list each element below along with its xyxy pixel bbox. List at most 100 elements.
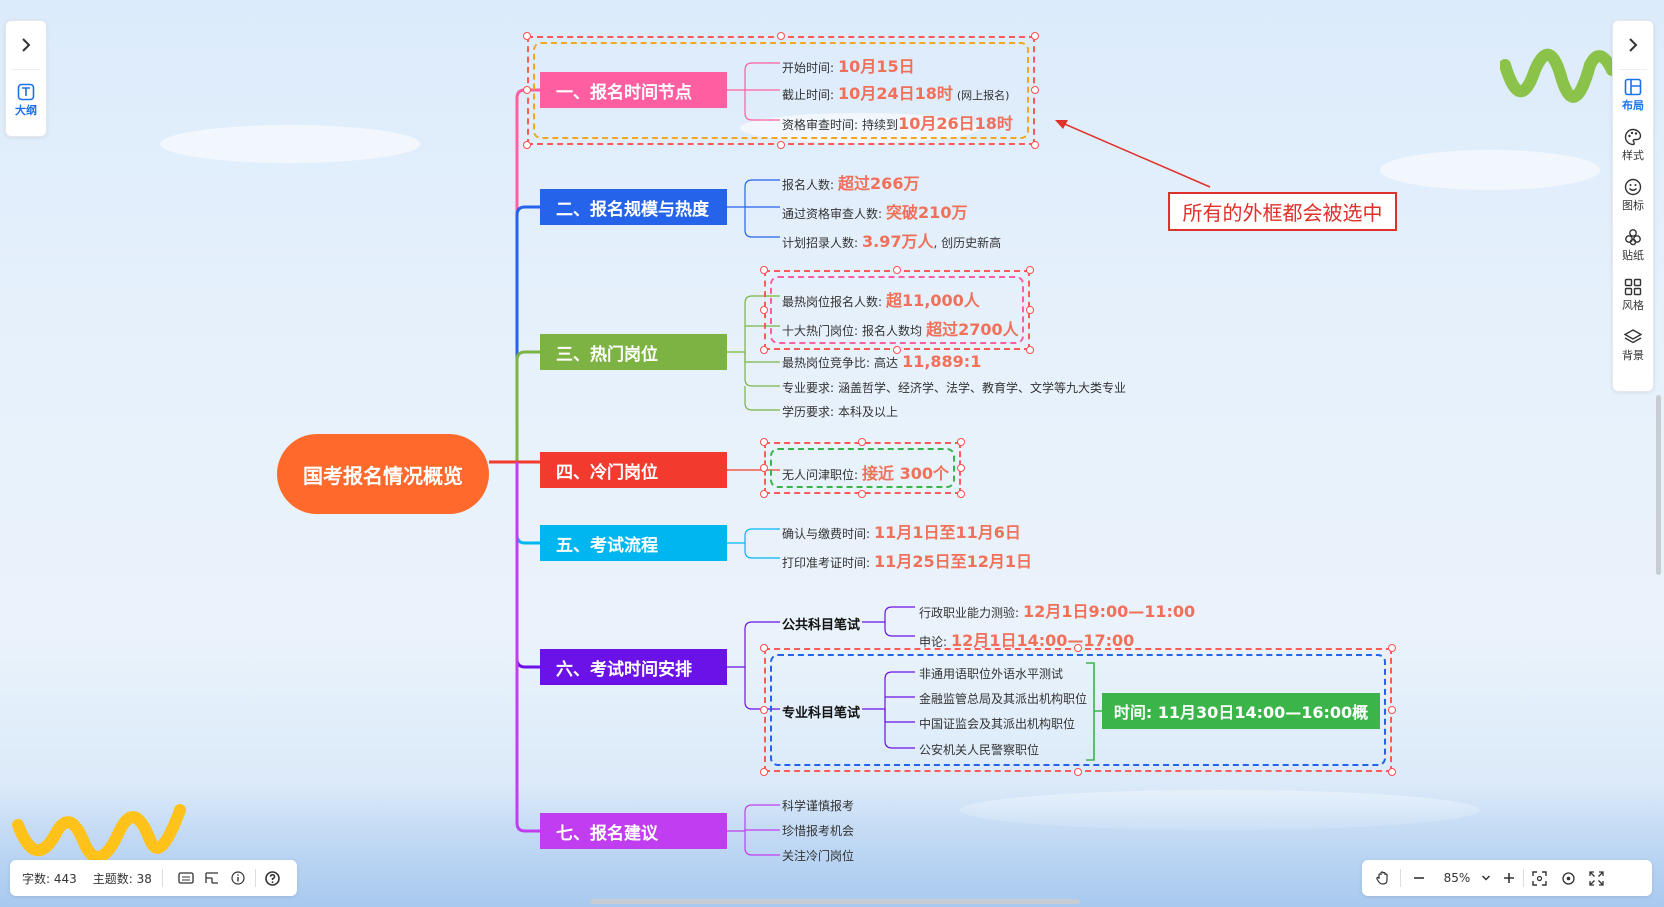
leaf-aptitude-test[interactable]: 行政职业能力测验:12月1日9:00—11:00	[919, 602, 1196, 621]
leaf-start-time[interactable]: 开始时间:10月15日	[782, 57, 915, 76]
sub-professional-exam[interactable]: 专业科目笔试	[782, 706, 861, 721]
leaf-financial-regulation[interactable]: 金融监管总局及其派出机构职位	[919, 692, 1088, 706]
hand-icon	[1376, 871, 1388, 885]
leaf-police[interactable]: 公安机关人民警察职位	[919, 743, 1040, 757]
help-icon	[265, 870, 281, 886]
leaf-foreign-language[interactable]: 非通用语职位外语水平测试	[919, 667, 1064, 681]
keyboard-button[interactable]	[173, 871, 199, 885]
resize-handle[interactable]	[1031, 32, 1039, 40]
topic-advice[interactable]: 七、报名建议	[540, 813, 727, 849]
left-panel-toggle[interactable]	[6, 21, 46, 69]
resize-handle[interactable]	[523, 32, 531, 40]
topic-registration-time[interactable]: 一、报名时间节点	[540, 72, 727, 108]
resize-handle[interactable]	[957, 464, 965, 472]
summary-box[interactable]: 时间: 11月30日14:00—16:00概	[1102, 693, 1380, 729]
locate-center-button[interactable]	[1554, 871, 1582, 886]
resize-handle[interactable]	[1031, 141, 1039, 149]
leaf-careful-apply[interactable]: 科学谨慎报考	[782, 799, 855, 813]
leaf-applicants[interactable]: 报名人数:超过266万	[782, 174, 920, 193]
resize-handle[interactable]	[957, 438, 965, 446]
resize-handle[interactable]	[1074, 768, 1082, 776]
resize-handle[interactable]	[777, 141, 785, 149]
structure-button[interactable]	[199, 871, 225, 885]
leaf-hottest-applicants[interactable]: 最热岗位报名人数:超11,000人	[782, 291, 980, 310]
hand-tool-button[interactable]	[1366, 870, 1400, 886]
leaf-end-time[interactable]: 截止时间:10月24日18时(网上报名)	[782, 84, 1010, 103]
resize-handle[interactable]	[858, 438, 866, 446]
palette-icon	[1624, 128, 1642, 146]
leaf-cherish-chance[interactable]: 珍惜报考机会	[782, 824, 855, 838]
left-panel: 大纲	[5, 20, 47, 137]
topic-hot-positions[interactable]: 三、热门岗位	[540, 334, 727, 370]
resize-handle[interactable]	[1074, 644, 1082, 652]
resize-handle[interactable]	[760, 266, 768, 274]
zoom-in-button[interactable]	[1495, 871, 1523, 885]
resize-handle[interactable]	[858, 490, 866, 498]
style-button[interactable]: 样式	[1613, 120, 1653, 170]
background-button[interactable]: 背景	[1613, 320, 1653, 370]
resize-handle[interactable]	[760, 490, 768, 498]
target-icon	[1561, 871, 1575, 885]
fit-screen-button[interactable]	[1524, 870, 1554, 886]
right-panel-toggle[interactable]	[1613, 21, 1653, 69]
resize-handle[interactable]	[777, 32, 785, 40]
resize-handle[interactable]	[1031, 86, 1039, 94]
resize-handle[interactable]	[1388, 706, 1396, 714]
topic-registration-scale[interactable]: 二、报名规模与热度	[540, 189, 727, 225]
right-panel: 布局 样式 图标 贴纸 风格 背景	[1612, 20, 1654, 392]
topic-cold-positions[interactable]: 四、冷门岗位	[540, 452, 727, 488]
leaf-print-admission-time[interactable]: 打印准考证时间:11月25日至12月1日	[782, 552, 1032, 571]
resize-handle[interactable]	[760, 346, 768, 354]
zoom-bar: 85%	[1362, 860, 1652, 896]
leaf-unpopular-positions[interactable]: 无人问津职位:接近 300个	[782, 464, 950, 483]
resize-handle[interactable]	[893, 346, 901, 354]
leaf-csrc[interactable]: 中国证监会及其派出机构职位	[919, 717, 1076, 731]
layout-button[interactable]: 布局	[1613, 70, 1653, 120]
leaf-passed-review[interactable]: 通过资格审查人数:突破210万	[782, 203, 968, 222]
leaf-education-requirement[interactable]: 学历要求:本科及以上	[782, 405, 899, 419]
sub-public-exam[interactable]: 公共科目笔试	[782, 618, 861, 633]
leaf-confirm-pay-time[interactable]: 确认与缴费时间:11月1日至11月6日	[782, 523, 1021, 542]
word-count: 字数: 443	[22, 871, 77, 886]
vertical-scrollbar[interactable]	[1656, 395, 1661, 575]
horizontal-scrollbar[interactable]	[590, 899, 1080, 904]
leaf-essay[interactable]: 申论:12月1日14:00—17:00	[919, 631, 1135, 650]
resize-handle[interactable]	[1388, 644, 1396, 652]
resize-handle[interactable]	[1026, 346, 1034, 354]
resize-handle[interactable]	[1026, 306, 1034, 314]
icon-button[interactable]: 图标	[1613, 170, 1653, 220]
resize-handle[interactable]	[760, 706, 768, 714]
theme-style-button[interactable]: 风格	[1613, 270, 1653, 320]
outline-button[interactable]: 大纲	[6, 70, 46, 130]
help-button[interactable]	[260, 870, 286, 886]
sticker-button[interactable]: 贴纸	[1613, 220, 1653, 270]
topic-exam-schedule[interactable]: 六、考试时间安排	[540, 649, 727, 685]
zoom-dropdown[interactable]	[1477, 873, 1495, 883]
leaf-major-requirement[interactable]: 专业要求:涵盖哲学、经济学、法学、教育学、文学等九大类专业	[782, 381, 1127, 395]
outline-label: 大纲	[15, 104, 37, 117]
resize-handle[interactable]	[1026, 266, 1034, 274]
leaf-watch-cold[interactable]: 关注冷门岗位	[782, 849, 855, 863]
resize-handle[interactable]	[760, 644, 768, 652]
layers-icon	[1624, 329, 1642, 344]
resize-handle[interactable]	[523, 141, 531, 149]
fullscreen-button[interactable]	[1582, 870, 1610, 886]
resize-handle[interactable]	[760, 306, 768, 314]
resize-handle[interactable]	[957, 490, 965, 498]
resize-handle[interactable]	[760, 438, 768, 446]
resize-handle[interactable]	[523, 86, 531, 94]
leaf-planned-hires[interactable]: 计划招录人数:3.97万人, 创历史新高	[782, 232, 1002, 251]
leaf-top-ten[interactable]: 十大热门岗位:报名人数均超过2700人	[782, 320, 1019, 339]
zoom-level[interactable]: 85%	[1443, 871, 1471, 885]
resize-handle[interactable]	[1388, 768, 1396, 776]
resize-handle[interactable]	[760, 464, 768, 472]
topic-exam-process[interactable]: 五、考试流程	[540, 525, 727, 561]
resize-handle[interactable]	[893, 266, 901, 274]
smiley-icon	[1624, 178, 1642, 196]
zoom-out-button[interactable]	[1401, 871, 1437, 885]
resize-handle[interactable]	[760, 768, 768, 776]
info-button[interactable]	[225, 871, 251, 885]
root-topic[interactable]: 国考报名情况概览	[277, 434, 489, 514]
